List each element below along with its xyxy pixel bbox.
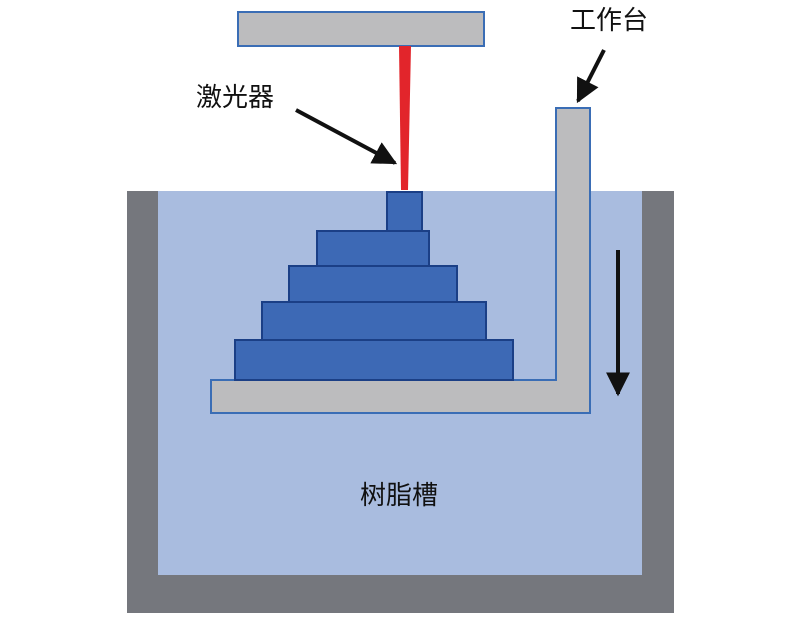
- part-layer-5: [386, 191, 423, 232]
- laser-pointer-arrow: [295, 108, 398, 165]
- part-layer-1: [234, 339, 514, 381]
- laser-label: 激光器: [196, 83, 274, 113]
- part-layer-2: [261, 301, 487, 341]
- laser-beam: [399, 46, 411, 190]
- platform-label: 工作台: [570, 6, 648, 36]
- platform-pointer-arrow: [576, 49, 606, 104]
- part-layer-3: [288, 265, 458, 303]
- part-layer-4: [316, 230, 430, 267]
- tank-label: 树脂槽: [360, 481, 438, 511]
- platform-joint: [557, 376, 589, 384]
- build-platform-base: [210, 379, 591, 414]
- build-platform-column: [555, 107, 591, 381]
- laser-head: [237, 11, 485, 47]
